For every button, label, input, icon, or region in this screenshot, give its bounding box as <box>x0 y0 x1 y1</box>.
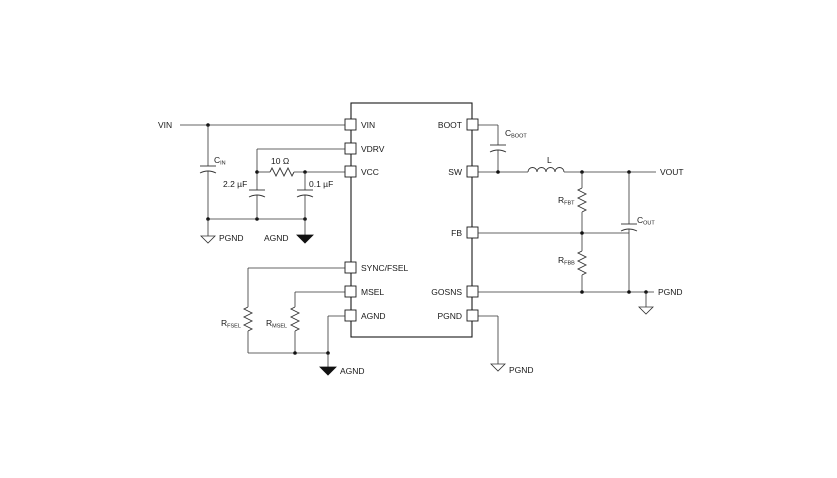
ground-symbol-left-agnd <box>296 234 314 244</box>
capacitor-cboot <box>489 125 507 172</box>
pin-label-fb: FB <box>451 228 462 238</box>
ground-symbol-right-pgnd <box>638 306 654 315</box>
c22-label: 2.2 µF <box>223 179 247 189</box>
junction-agnd-rmsel <box>293 351 297 355</box>
rfbb-label: RFBB <box>558 255 575 267</box>
junction-gosns-rfbb <box>580 290 584 294</box>
junction-gosns-cout <box>627 290 631 294</box>
junction-sw-boot <box>496 170 500 174</box>
resistor-10-ohm <box>257 166 345 178</box>
resistor-rfbb <box>576 250 588 292</box>
pin-vin <box>344 118 357 131</box>
pin-label-agnd: AGND <box>361 311 386 321</box>
resistor-rfbt <box>576 172 588 251</box>
ic-body <box>350 102 473 338</box>
ground-label-bottom-agnd: AGND <box>340 366 365 376</box>
rmsel-label: RMSEL <box>266 318 287 330</box>
pin-msel <box>344 285 357 298</box>
pin-label-boot: BOOT <box>438 120 462 130</box>
cboot-label: CBOOT <box>505 128 527 140</box>
rfsel-label: RFSEL <box>221 318 241 330</box>
ic-pin-labels-right: BOOT SW FB GOSNS PGND <box>431 120 462 321</box>
pin-label-vdrv: VDRV <box>361 144 385 154</box>
pin-label-sw: SW <box>448 167 462 177</box>
ground-symbol-left-pgnd <box>200 235 216 244</box>
pin-pgnd <box>466 309 479 322</box>
capacitor-cout <box>620 172 638 292</box>
ground-label-left-pgnd: PGND <box>219 233 244 243</box>
pin-label-pgnd: PGND <box>437 311 462 321</box>
inductor-l <box>527 167 565 173</box>
ground-label-right-pgnd: PGND <box>658 287 683 297</box>
capacitor-0-1uf <box>296 172 314 219</box>
capacitor-cin <box>199 125 217 219</box>
pin-boot <box>466 118 479 131</box>
pin-gosns <box>466 285 479 298</box>
pin-label-vcc: VCC <box>361 167 379 177</box>
pin-sync-fsel <box>344 261 357 274</box>
c01-label: 0.1 µF <box>309 179 333 189</box>
ground-symbol-bottom-pgnd <box>490 363 506 372</box>
junction-fb <box>580 231 584 235</box>
ic-pin-labels-left: VIN VDRV VCC SYNC/FSEL MSEL AGND <box>361 120 409 321</box>
cout-label: COUT <box>637 215 655 227</box>
resistor-rfsel <box>242 268 254 353</box>
ic-pins-right <box>466 118 479 322</box>
net-label-vin: VIN <box>158 120 172 130</box>
ground-label-left-agnd: AGND <box>264 233 289 243</box>
ic-pins-left <box>344 118 357 322</box>
pin-sw <box>466 165 479 178</box>
resistor-rmsel <box>289 292 301 353</box>
pin-vdrv <box>344 142 357 155</box>
r10-label: 10 Ω <box>271 156 289 166</box>
capacitor-2-2uf <box>248 149 266 219</box>
ground-label-bottom-pgnd: PGND <box>509 365 534 375</box>
inductor-label: L <box>547 155 552 165</box>
cin-label: CIN <box>214 155 226 167</box>
pin-agnd <box>344 309 357 322</box>
net-label-vout: VOUT <box>660 167 684 177</box>
pin-vcc <box>344 165 357 178</box>
pin-label-sync-fsel: SYNC/FSEL <box>361 263 409 273</box>
rfbt-label: RFBT <box>558 195 575 207</box>
ground-symbol-bottom-agnd <box>319 366 337 376</box>
pin-fb <box>466 226 479 239</box>
pin-label-msel: MSEL <box>361 287 384 297</box>
pin-label-gosns: GOSNS <box>431 287 462 297</box>
pin-label-vin: VIN <box>361 120 375 130</box>
